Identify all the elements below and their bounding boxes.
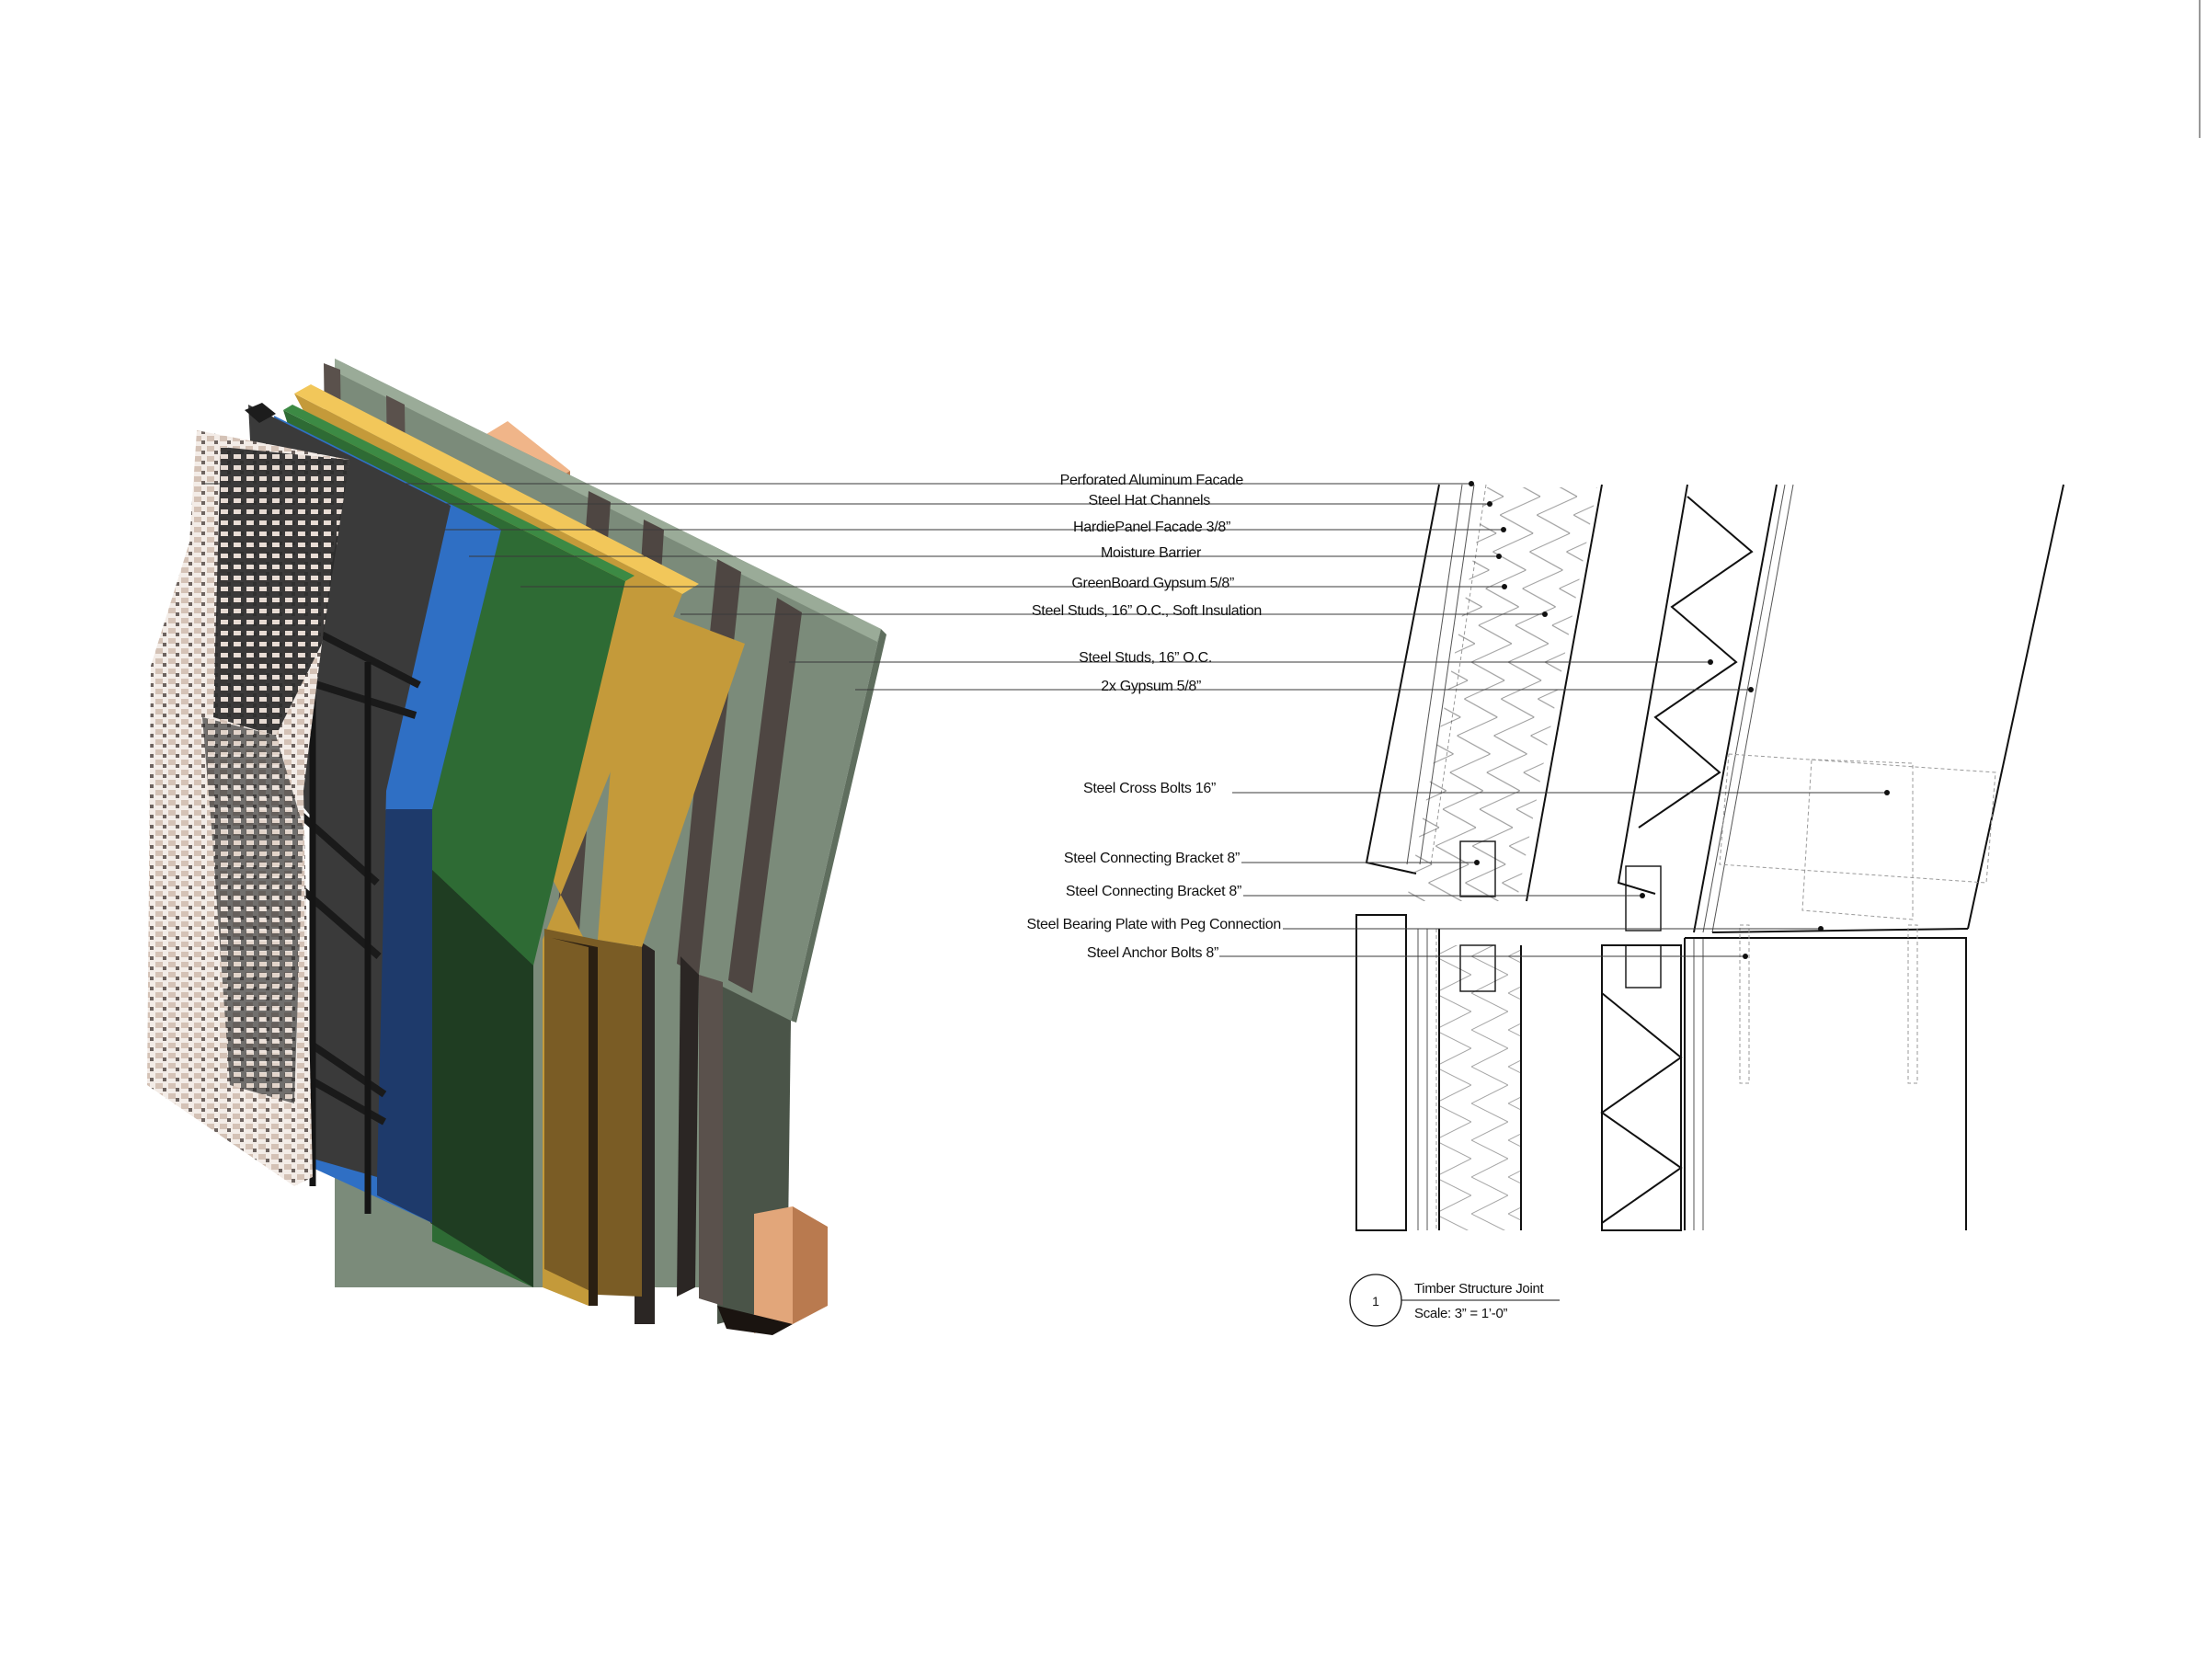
section-detail-drawing [1355,484,2064,1231]
callout-steel-hat-channels: Steel Hat Channels [1089,493,1211,509]
callout-perforated-aluminum-facade: Perforated Aluminum Facade [1060,473,1244,488]
callout-steel-connecting-bracket-2: Steel Connecting Bracket 8” [1066,884,1241,899]
timber-beam-bottom [717,1206,828,1335]
callout-labels: Perforated Aluminum Facade Steel Hat Cha… [1027,473,1282,961]
detail-title-block: 1 Timber Structure Joint Scale: 3” = 1’-… [1349,1274,1560,1327]
callout-steel-studs: Steel Studs, 16” O.C. [1079,650,1212,666]
callout-steel-cross-bolts: Steel Cross Bolts 16” [1083,781,1216,796]
steel-hat-channels [292,622,421,1214]
callout-2x-gypsum: 2x Gypsum 5/8” [1101,679,1201,694]
callout-hardiepanel-facade: HardiePanel Facade 3/8” [1073,520,1230,535]
callout-steel-bearing-plate: Steel Bearing Plate with Peg Connection [1027,917,1281,932]
callout-steel-anchor-bolts: Steel Anchor Bolts 8” [1087,945,1218,961]
detail-scale: Scale: 3” = 1’-0” [1414,1306,1508,1321]
callout-steel-studs-soft-insulation: Steel Studs, 16” O.C., Soft Insulation [1032,603,1262,619]
detail-number: 1 [1372,1294,1379,1309]
callout-leaders [202,481,1890,959]
callout-greenboard-gypsum: GreenBoard Gypsum 5/8” [1071,576,1234,591]
exploded-axonometric [147,359,886,1335]
perforated-aluminum-facade [147,430,349,1186]
detail-title: Timber Structure Joint [1414,1281,1545,1297]
callout-moisture-barrier: Moisture Barrier [1101,545,1202,561]
stud-upper-outer [1526,484,1603,902]
callout-steel-connecting-bracket-1: Steel Connecting Bracket 8” [1064,851,1240,866]
